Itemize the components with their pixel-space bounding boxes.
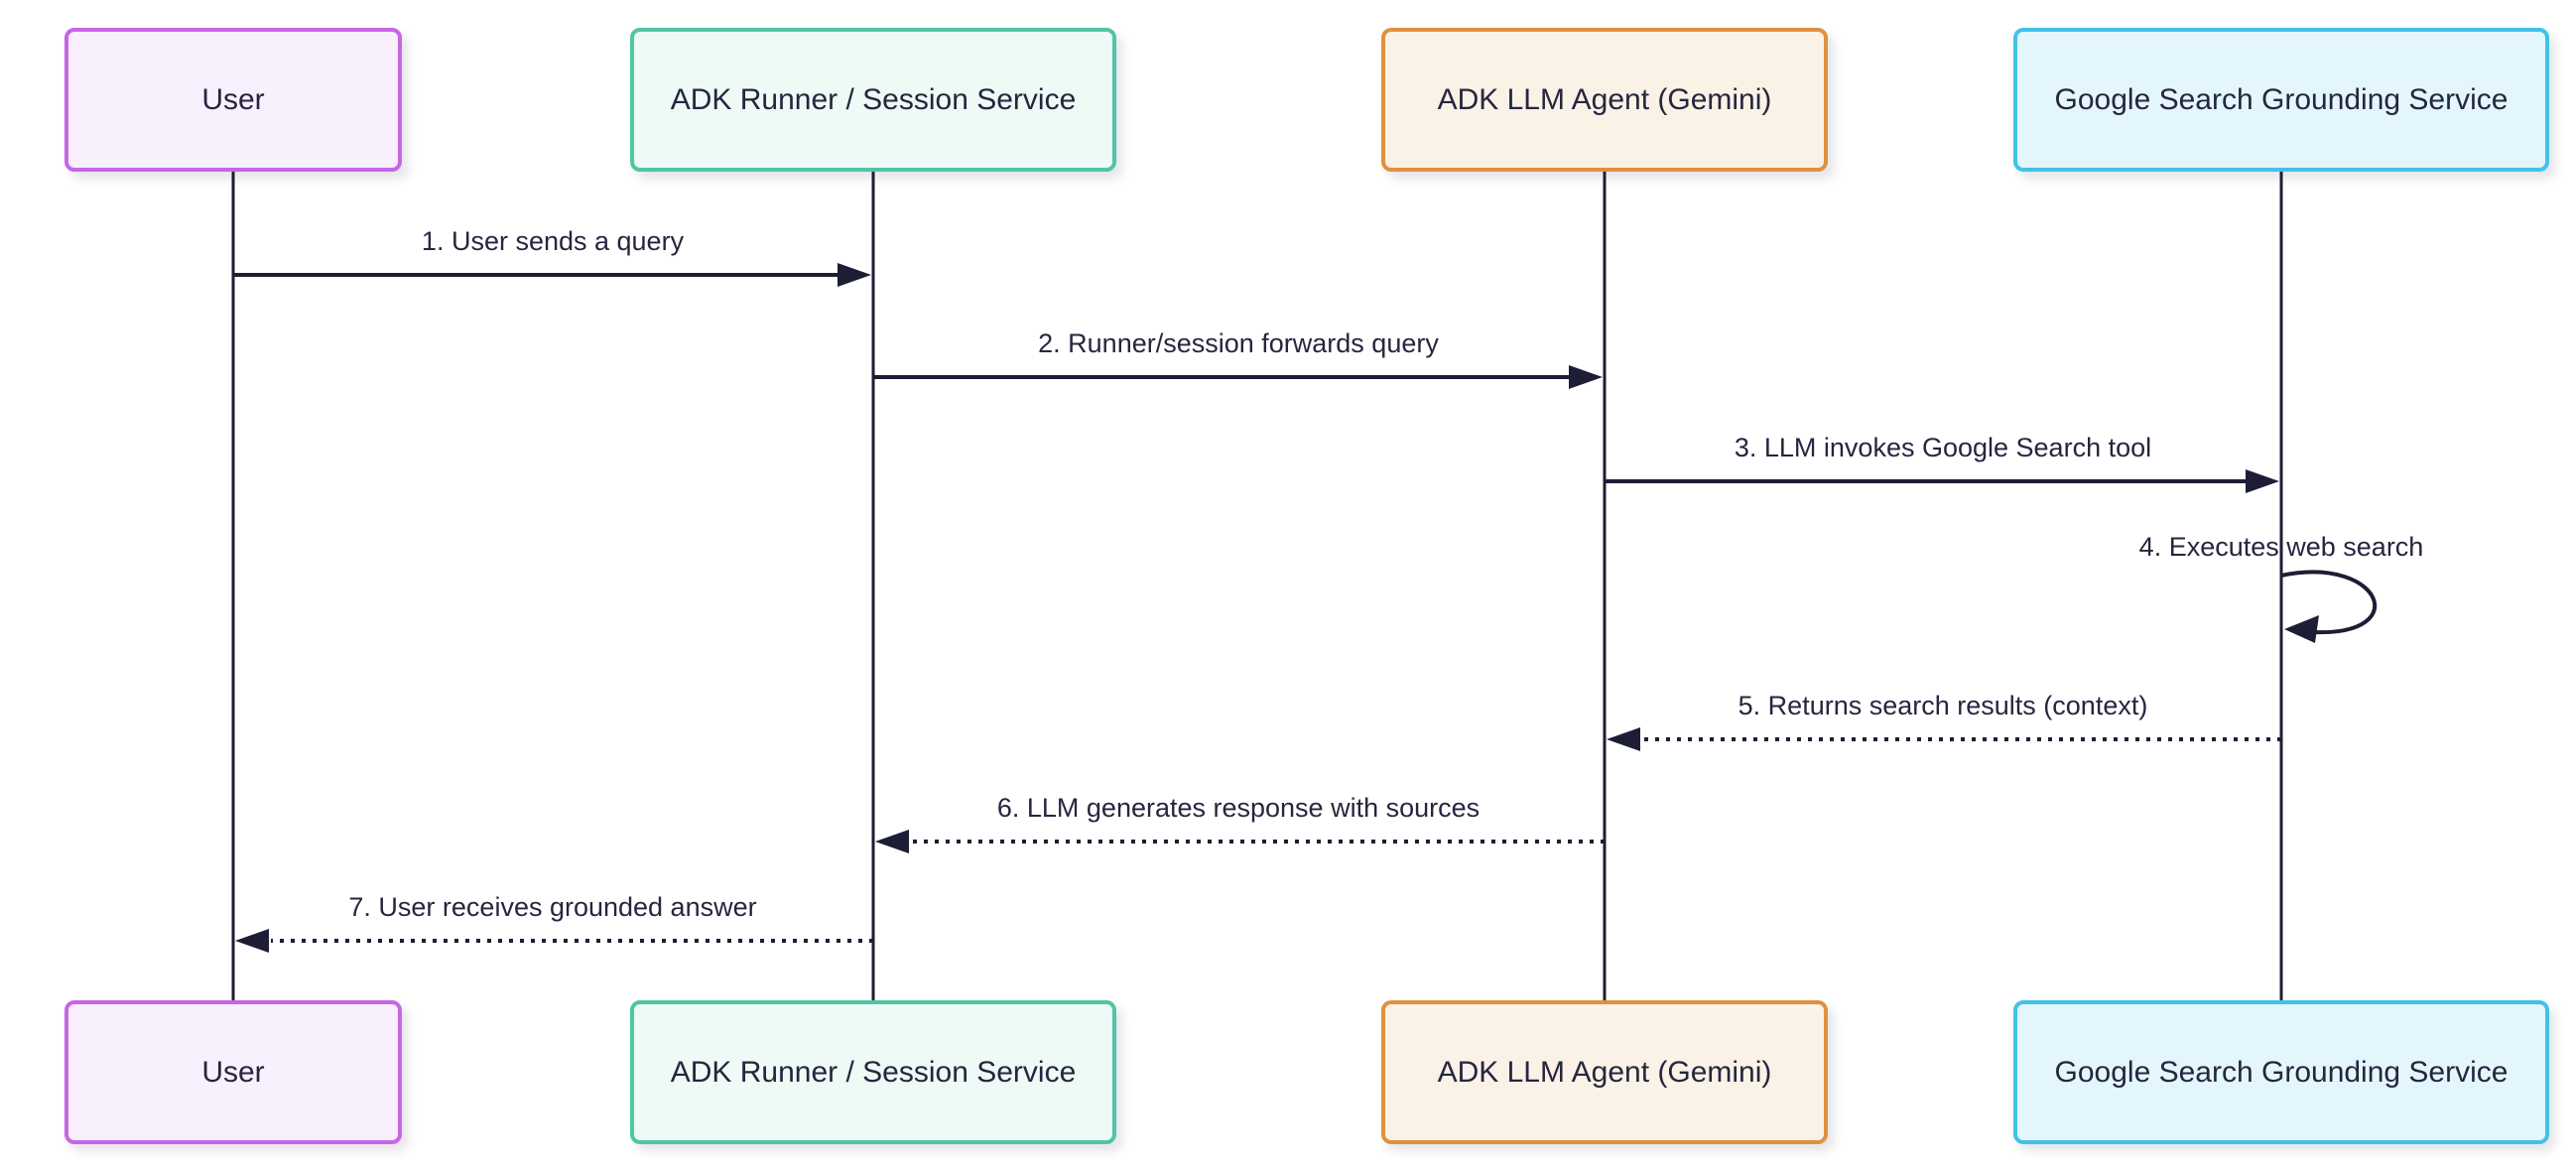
solid-arrows [233, 263, 2279, 493]
participant-google-top: Google Search Grounding Service [2013, 28, 2549, 172]
dotted-arrows [235, 727, 2281, 953]
participant-runner-top: ADK Runner / Session Service [630, 28, 1116, 172]
message-label-6: 6. LLM generates response with sources [996, 793, 1481, 823]
participant-user-bottom: User [64, 1000, 402, 1144]
arrow-msg-3 [1605, 469, 2279, 493]
arrow-msg-4-self-loop [2280, 570, 2378, 643]
arrow-msg-2 [873, 365, 1603, 389]
participant-google-bottom: Google Search Grounding Service [2013, 1000, 2549, 1144]
lifelines [231, 172, 2283, 1000]
participant-llm-top: ADK LLM Agent (Gemini) [1381, 28, 1828, 172]
arrow-msg-7 [235, 929, 873, 953]
message-label-3: 3. LLM invokes Google Search tool [1734, 433, 2152, 462]
message-label-7: 7. User receives grounded answer [348, 892, 757, 922]
message-label-1: 1. User sends a query [421, 226, 685, 256]
participant-llm-bottom: ADK LLM Agent (Gemini) [1381, 1000, 1828, 1144]
participant-runner-bottom: ADK Runner / Session Service [630, 1000, 1116, 1144]
participant-user-top: User [64, 28, 402, 172]
message-label-2: 2. Runner/session forwards query [1038, 328, 1439, 358]
arrow-msg-6 [875, 830, 1605, 853]
message-label-4: 4. Executes web search [2138, 532, 2424, 562]
message-label-5: 5. Returns search results (context) [1738, 691, 2148, 720]
arrow-msg-1 [233, 263, 871, 287]
arrow-msg-5 [1607, 727, 2281, 751]
